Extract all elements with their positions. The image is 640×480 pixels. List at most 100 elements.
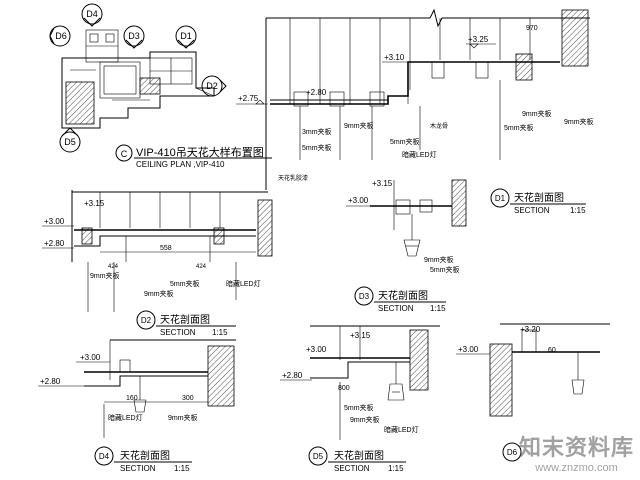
- svg-text:D6: D6: [507, 448, 518, 457]
- watermark: 知末资料库 www.znzmo.com: [519, 430, 634, 474]
- svg-text:+2.80: +2.80: [306, 88, 327, 97]
- svg-text:SECTION: SECTION: [334, 464, 370, 473]
- svg-text:D1: D1: [495, 194, 506, 203]
- svg-text:1:15: 1:15: [430, 304, 446, 313]
- level-mark-mid: +3.10: [382, 53, 408, 63]
- svg-text:天花剖面图: 天花剖面图: [120, 449, 170, 462]
- svg-text:SECTION: SECTION: [120, 464, 156, 473]
- svg-text:9mm夹板: 9mm夹板: [350, 415, 380, 424]
- wall-section-right: [561, 9, 589, 67]
- svg-text:9mm夹板: 9mm夹板: [144, 289, 174, 298]
- svg-text:D1: D1: [180, 31, 192, 41]
- level-mark-left: +2.75: [236, 94, 268, 105]
- svg-text:5mm夹板: 5mm夹板: [430, 265, 460, 274]
- svg-text:9mm夹板: 9mm夹板: [168, 413, 198, 422]
- section-d4: +3.00 +2.80 160 300 暗藏LED灯 9mm夹板 D4 天花剖面…: [38, 339, 236, 473]
- svg-text:暗藏LED灯: 暗藏LED灯: [108, 413, 143, 422]
- svg-text:+3.25: +3.25: [468, 35, 489, 44]
- svg-text:D4: D4: [99, 452, 110, 461]
- svg-text:+3.00: +3.00: [80, 353, 101, 362]
- svg-text:9mm夹板: 9mm夹板: [344, 121, 374, 130]
- svg-text:+2.80: +2.80: [40, 377, 61, 386]
- svg-text:5mm夹板: 5mm夹板: [344, 403, 374, 412]
- callout-d1: D1: [175, 25, 197, 49]
- svg-text:1:15: 1:15: [388, 464, 404, 473]
- svg-text:5mm夹板: 5mm夹板: [390, 137, 420, 146]
- section-d3: D3 天花剖面图 SECTION 1:15: [354, 286, 446, 313]
- svg-text:D2: D2: [206, 81, 218, 91]
- svg-text:5mm夹板: 5mm夹板: [170, 279, 200, 288]
- callout-d6: D6: [49, 25, 71, 47]
- svg-text:5mm夹板: 5mm夹板: [504, 123, 534, 132]
- svg-text:D4: D4: [86, 9, 98, 19]
- svg-text:SECTION: SECTION: [378, 304, 414, 313]
- plan-title-block: C VIP-410吊天花大样布置图 CEILING PLAN ,VIP-410: [115, 144, 272, 169]
- callout-d2: D2: [201, 75, 227, 97]
- svg-text:暗藏LED灯: 暗藏LED灯: [384, 425, 419, 434]
- svg-text:D3: D3: [359, 292, 370, 301]
- svg-text:3mm夹板: 3mm夹板: [302, 127, 332, 136]
- svg-text:+3.15: +3.15: [84, 199, 105, 208]
- svg-text:+3.00: +3.00: [44, 217, 65, 226]
- callout-d4: D4: [81, 3, 103, 27]
- svg-text:D2: D2: [141, 316, 152, 325]
- svg-text:天花乳胶漆: 天花乳胶漆: [278, 174, 308, 182]
- svg-text:D6: D6: [55, 31, 67, 41]
- plan-subtitle: CEILING PLAN ,VIP-410: [136, 160, 225, 169]
- svg-text:+3.00: +3.00: [306, 345, 327, 354]
- notes-main: 3mm夹板 5mm夹板 9mm夹板 5mm夹板 暗藏LED灯 9mm夹板 5mm…: [278, 80, 594, 182]
- section-d5: +3.15 +3.00 +2.80 800 5mm夹板 9mm夹板 暗藏LED灯…: [280, 325, 440, 473]
- section-d6: +3.20 +3.00 60 D6: [456, 323, 610, 462]
- main-ceiling-section: +3.25 +3.10 +2.75 +2.80 970 3mm夹板 5mm夹板 …: [236, 8, 594, 190]
- svg-text:160: 160: [126, 395, 138, 402]
- svg-text:9mm夹板: 9mm夹板: [90, 271, 120, 280]
- svg-text:SECTION: SECTION: [160, 328, 196, 337]
- svg-text:+2.80: +2.80: [44, 239, 65, 248]
- svg-text:D5: D5: [64, 137, 76, 147]
- callout-d5: D5: [59, 127, 81, 153]
- svg-text:300: 300: [182, 395, 194, 402]
- svg-text:5mm夹板: 5mm夹板: [302, 143, 332, 152]
- svg-text:+2.80: +2.80: [282, 371, 303, 380]
- svg-text:SECTION: SECTION: [514, 206, 550, 215]
- plan-title: VIP-410吊天花大样布置图: [136, 145, 264, 159]
- svg-text:+3.00: +3.00: [458, 345, 479, 354]
- svg-text:+3.10: +3.10: [384, 53, 405, 62]
- svg-text:D5: D5: [313, 452, 324, 461]
- svg-text:424: 424: [196, 264, 207, 270]
- svg-text:+3.15: +3.15: [372, 179, 393, 188]
- svg-text:1:15: 1:15: [570, 206, 586, 215]
- level-mark-top: +3.25: [466, 35, 496, 49]
- ceiling-plan: D4 D6 D3 D1 D2 D5 C: [49, 3, 272, 169]
- svg-text:60: 60: [548, 347, 556, 354]
- svg-text:558: 558: [160, 245, 172, 252]
- level-mark-left2: +2.80: [306, 88, 327, 97]
- svg-text:+3.20: +3.20: [520, 325, 541, 334]
- svg-text:C: C: [121, 149, 128, 159]
- svg-text:天花剖面图: 天花剖面图: [378, 289, 428, 302]
- svg-text:天花剖面图: 天花剖面图: [334, 449, 384, 462]
- svg-text:木龙骨: 木龙骨: [430, 122, 448, 130]
- section-d2: +3.15 +3.00 +2.80 558 424 424 9mm夹板 5mm夹…: [42, 190, 273, 337]
- svg-text:9mm夹板: 9mm夹板: [564, 117, 594, 126]
- section-d1: +3.15 +3.00 9mm夹板 5mm夹板 D1 天花剖面图 SECTION…: [346, 179, 586, 274]
- svg-text:暗藏LED灯: 暗藏LED灯: [402, 150, 437, 159]
- callout-d3: D3: [123, 25, 145, 49]
- svg-text:1:15: 1:15: [212, 328, 228, 337]
- svg-text:+3.15: +3.15: [350, 331, 371, 340]
- svg-text:424: 424: [108, 264, 119, 270]
- svg-text:+3.00: +3.00: [348, 196, 369, 205]
- svg-text:天花剖面图: 天花剖面图: [514, 191, 564, 204]
- watermark-brand: 知末资料库: [518, 435, 634, 460]
- watermark-url: www.znzmo.com: [535, 462, 618, 474]
- svg-text:+2.75: +2.75: [238, 94, 259, 103]
- svg-text:1:15: 1:15: [174, 464, 190, 473]
- svg-text:9mm夹板: 9mm夹板: [424, 255, 454, 264]
- svg-text:暗藏LED灯: 暗藏LED灯: [226, 279, 261, 288]
- svg-text:D3: D3: [128, 31, 140, 41]
- plan-room-block: [65, 81, 95, 125]
- dim-top-a: 970: [526, 25, 538, 32]
- svg-text:天花剖面图: 天花剖面图: [160, 313, 210, 326]
- svg-text:9mm夹板: 9mm夹板: [522, 109, 552, 118]
